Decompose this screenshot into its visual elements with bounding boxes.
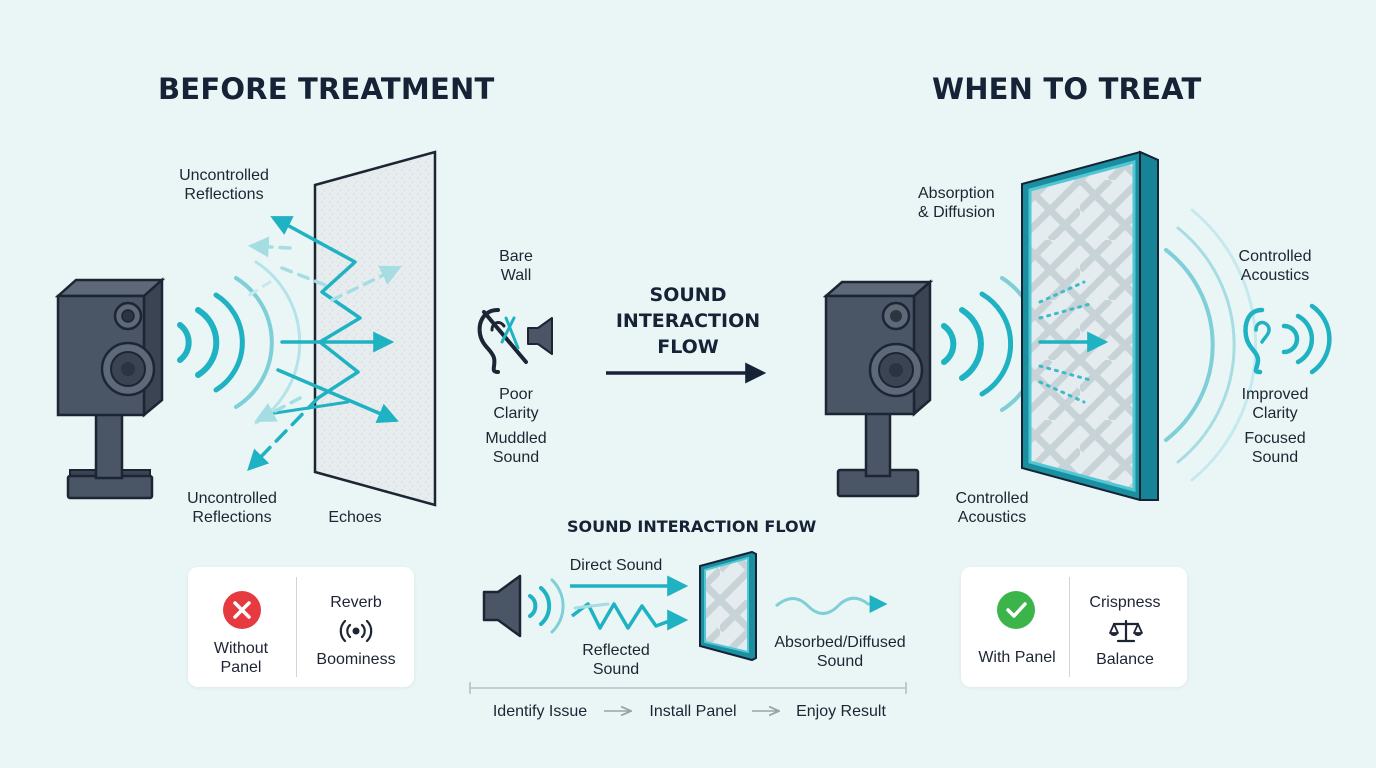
small-speaker-icon <box>482 574 522 638</box>
card-divider <box>1069 577 1070 677</box>
label-uncontrolled-reflections-top: Uncontrolled Reflections <box>179 167 269 203</box>
label-improved-clarity: Improved Clarity <box>1241 386 1309 422</box>
label-muddled-sound: Muddled Sound <box>485 430 547 466</box>
absorbed-arrows <box>1038 280 1109 404</box>
boominess-label: Boominess <box>316 651 396 668</box>
balance-label: Balance <box>1096 651 1154 668</box>
direct-sound-label: Direct Sound <box>569 557 663 574</box>
absorbed-sound-wave <box>775 595 888 615</box>
speaker-left-icon <box>54 277 166 500</box>
sound-interaction-flow-subheading: SOUND INTERACTION FLOW <box>567 517 817 536</box>
reverb-waves-icon <box>339 619 373 643</box>
card-divider <box>296 577 297 677</box>
card-with-panel: With Panel Crispness Balance <box>961 567 1187 687</box>
muted-ear-icon <box>477 308 553 374</box>
bare-wall <box>313 150 437 507</box>
acoustic-panel <box>1021 150 1159 501</box>
label-controlled-acoustics-right: Controlled Acoustics <box>1238 248 1312 284</box>
speaker-right-icon <box>822 279 934 498</box>
timeline <box>469 682 907 694</box>
panel-halo-waves <box>1164 208 1258 482</box>
absorbed-sound-label: Absorbed/Diffused Sound <box>774 634 906 670</box>
step-identify-issue: Identify Issue <box>492 703 588 720</box>
label-controlled-acoustics-bottom: Controlled Acoustics <box>955 490 1029 526</box>
ear-icon <box>1243 303 1332 375</box>
sound-interaction-flow-heading: SOUND INTERACTION FLOW <box>615 284 761 358</box>
with-panel-label: With Panel <box>978 649 1056 666</box>
step-enjoy-result: Enjoy Result <box>796 703 886 720</box>
error-x-icon <box>223 591 261 629</box>
label-echoes: Echoes <box>328 509 382 526</box>
reflected-sound-arrow <box>570 602 689 631</box>
before-treatment-title: BEFORE TREATMENT <box>158 72 495 106</box>
balance-scale-icon <box>1109 619 1143 643</box>
label-focused-sound: Focused Sound <box>1244 430 1306 466</box>
label-absorption-diffusion: Absorption & Diffusion <box>918 185 996 221</box>
reflected-sound-label: Reflected Sound <box>582 642 650 678</box>
card-without-panel: Without Panel Reverb Boominess <box>188 567 414 687</box>
without-panel-label: Without Panel <box>213 640 269 676</box>
step-install-panel: Install Panel <box>649 703 737 720</box>
label-uncontrolled-reflections-bottom: Uncontrolled Reflections <box>187 490 277 526</box>
reverb-label: Reverb <box>330 594 382 611</box>
reflection-arrows <box>246 216 402 472</box>
success-check-icon <box>997 591 1035 629</box>
small-speaker-waves <box>528 578 565 634</box>
crispness-label: Crispness <box>1089 594 1161 611</box>
small-panel-icon <box>699 550 757 662</box>
label-bare-wall: Bare Wall <box>499 248 533 284</box>
when-to-treat-title: WHEN TO TREAT <box>932 72 1202 106</box>
label-poor-clarity: Poor Clarity <box>493 386 539 422</box>
